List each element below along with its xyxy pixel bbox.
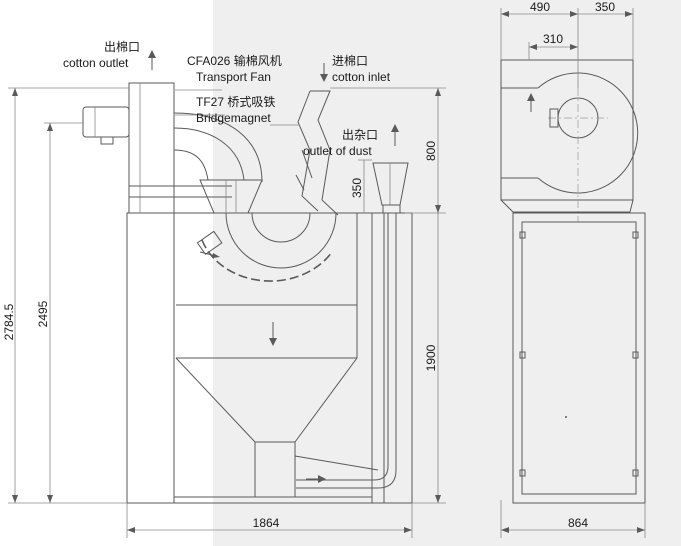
label-cotton-inlet-cn: 进棉口	[332, 54, 368, 68]
inlet-duct-right	[310, 90, 339, 216]
label-cotton-outlet-cn: 出棉口	[104, 40, 140, 54]
dim-side-top-left: 490	[530, 0, 550, 14]
dim-side-top-right: 350	[595, 0, 615, 14]
side-fan-box	[500, 59, 634, 201]
label-transport-fan-cn: CFA026 输棉风机	[187, 53, 282, 68]
label-dust-outlet-cn: 出杂口	[342, 128, 378, 142]
label-transport-fan-en: Transport Fan	[196, 70, 271, 84]
dim-upper-height: 800	[424, 141, 438, 161]
fan-motor	[82, 106, 130, 138]
dim-total-height: 2784.5	[2, 303, 16, 340]
dim-lower-height: 1900	[424, 344, 438, 371]
side-frame	[512, 212, 646, 504]
dimension-lines	[8, 8, 646, 538]
label-cotton-inlet-en: cotton inlet	[332, 70, 391, 84]
label-bridge-magnet-cn: TF27 桥式吸铁	[196, 95, 275, 109]
dim-front-width: 1864	[253, 516, 280, 530]
fan-housing-inner	[173, 127, 245, 181]
fan-housing-outer	[173, 112, 263, 183]
label-bridge-magnet-en: Bridgemagnet	[196, 111, 271, 125]
condenser-drum	[225, 212, 337, 269]
dim-body-height: 2495	[36, 300, 50, 327]
dim-side-offset: 310	[543, 32, 563, 46]
side-fan-scroll	[537, 72, 639, 194]
background-shade	[213, 0, 681, 546]
outlet-duct	[128, 82, 175, 214]
front-frame	[126, 212, 413, 504]
label-cotton-outlet-en: cotton outlet	[63, 56, 129, 70]
side-transition	[500, 199, 634, 213]
hopper-outlet	[254, 441, 296, 498]
dust-pipe	[296, 213, 389, 481]
side-view	[500, 59, 646, 504]
label-dust-outlet-en: outlet of dust	[303, 144, 372, 158]
hopper-right	[294, 357, 358, 443]
hopper-left	[175, 357, 256, 443]
fan-hood	[199, 179, 263, 214]
dim-hood-height: 350	[350, 178, 364, 198]
dim-side-width: 864	[568, 516, 588, 530]
front-view	[82, 50, 413, 504]
